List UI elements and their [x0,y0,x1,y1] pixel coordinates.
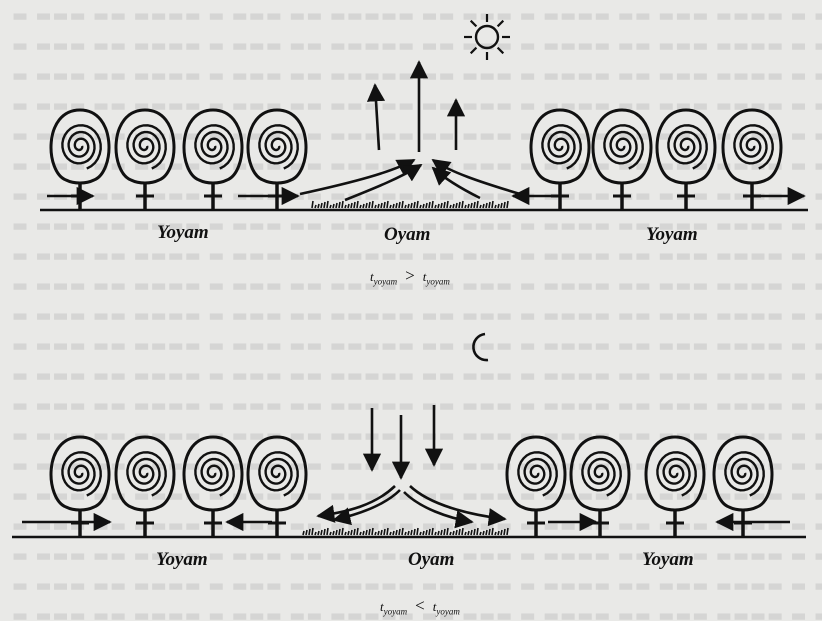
night-relation-left: tyoyam [380,599,407,614]
day-relation-operator: > [405,266,415,285]
rising-air-arrow [345,165,421,200]
day-label-right-forest: Yoyam [646,224,698,246]
clearing-grass [303,528,508,535]
day-relation-right: tyoyam [423,269,450,284]
night-relation-operator: < [415,596,425,615]
clearing-grass [312,201,508,208]
night-panel [12,405,806,537]
day-label-clearing: Oyam [384,224,430,246]
tree-icon [657,110,715,210]
rising-air-arrow [375,85,379,150]
tree-icon [184,110,242,210]
night-label-right-forest: Yoyam [642,549,694,571]
sinking-air-arrow [410,486,505,519]
tree-icon [116,437,174,537]
night-temperature-relation: tyoyam < tyoyam [380,596,460,617]
sinking-air-arrow [404,492,472,522]
tree-icon [646,437,704,537]
day-label-left-forest: Yoyam [157,222,209,244]
tree-icon [593,110,651,210]
celestial-icons [464,14,510,360]
day-relation-left: tyoyam [370,269,397,284]
night-label-left-forest: Yoyam [156,549,208,571]
night-relation-right: tyoyam [433,599,460,614]
sun-icon [464,14,510,60]
crescent-moon-icon [473,334,488,360]
day-panel [40,62,808,210]
tree-icon [116,110,174,210]
day-temperature-relation: tyoyam > tyoyam [370,266,450,287]
night-label-clearing: Oyam [408,549,454,571]
